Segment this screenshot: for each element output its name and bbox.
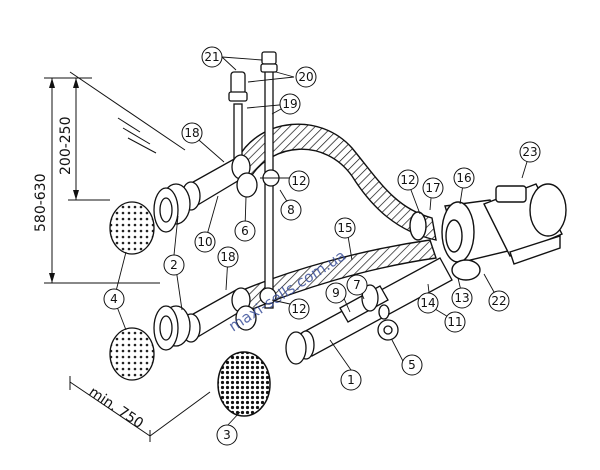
jet-cover-lower xyxy=(109,327,155,381)
svg-text:22: 22 xyxy=(491,294,506,308)
callout-21: 21 xyxy=(201,46,223,68)
callout-12-lower: 12 xyxy=(288,298,310,320)
callout-13: 13 xyxy=(451,287,473,309)
svg-text:16: 16 xyxy=(456,171,471,185)
callout-1: 1 xyxy=(340,369,362,391)
svg-text:5: 5 xyxy=(408,358,416,372)
callout-4: 4 xyxy=(103,288,125,310)
svg-text:14: 14 xyxy=(420,296,435,310)
callout-11: 11 xyxy=(444,311,466,333)
jet-cover-upper xyxy=(109,201,155,255)
callout-7: 7 xyxy=(346,274,368,296)
callout-12-pump: 12 xyxy=(397,169,419,191)
dimension-arrows xyxy=(49,78,79,283)
dimension-water-depth: 200-250 xyxy=(58,117,74,176)
callouts: 1 2 3 4 5 6 7 8 9 10 11 12 12 12 13 14 1… xyxy=(103,46,541,446)
svg-text:7: 7 xyxy=(353,278,361,292)
svg-text:18: 18 xyxy=(220,250,235,264)
callout-2: 2 xyxy=(163,254,185,276)
svg-text:2: 2 xyxy=(170,258,178,272)
svg-text:12: 12 xyxy=(291,302,306,316)
pump xyxy=(409,183,567,281)
svg-text:3: 3 xyxy=(223,428,231,442)
lower-jet-assembly xyxy=(153,287,277,351)
callout-9: 9 xyxy=(325,282,347,304)
flexible-hoses xyxy=(237,123,437,313)
svg-text:11: 11 xyxy=(447,315,462,329)
svg-text:20: 20 xyxy=(298,70,313,84)
callout-20: 20 xyxy=(295,66,317,88)
callout-18-lower: 18 xyxy=(217,246,239,268)
callout-14: 14 xyxy=(417,292,439,314)
svg-text:12: 12 xyxy=(400,173,415,187)
svg-text:1: 1 xyxy=(347,373,355,387)
callout-6: 6 xyxy=(234,220,256,242)
callout-16: 16 xyxy=(453,167,475,189)
callout-19: 19 xyxy=(279,93,301,115)
callout-3: 3 xyxy=(216,424,238,446)
callout-18-upper: 18 xyxy=(181,122,203,144)
svg-text:15: 15 xyxy=(337,221,352,235)
dimension-min-distance: min. 750 xyxy=(86,384,146,432)
callout-8: 8 xyxy=(280,199,302,221)
callout-10: 10 xyxy=(194,231,216,253)
svg-text:17: 17 xyxy=(425,181,440,195)
callout-15: 15 xyxy=(334,217,356,239)
callout-5: 5 xyxy=(401,354,423,376)
svg-text:4: 4 xyxy=(110,292,118,306)
svg-text:8: 8 xyxy=(287,203,295,217)
dimension-total-depth: 580-630 xyxy=(33,174,49,233)
svg-text:18: 18 xyxy=(184,126,199,140)
svg-text:21: 21 xyxy=(204,50,219,64)
svg-text:6: 6 xyxy=(241,224,249,238)
upper-jet-assembly xyxy=(153,154,280,233)
svg-text:13: 13 xyxy=(454,291,469,305)
callout-22: 22 xyxy=(488,290,510,312)
suction-pipe xyxy=(285,257,453,365)
svg-text:23: 23 xyxy=(522,145,537,159)
callout-12-upper: 12 xyxy=(288,170,310,192)
svg-text:9: 9 xyxy=(332,286,340,300)
svg-text:12: 12 xyxy=(291,174,306,188)
callout-23: 23 xyxy=(519,141,541,163)
suction-grille xyxy=(217,351,271,417)
svg-text:19: 19 xyxy=(282,97,297,111)
svg-text:10: 10 xyxy=(197,235,212,249)
dimension-lines xyxy=(44,71,211,442)
callout-17: 17 xyxy=(422,177,444,199)
